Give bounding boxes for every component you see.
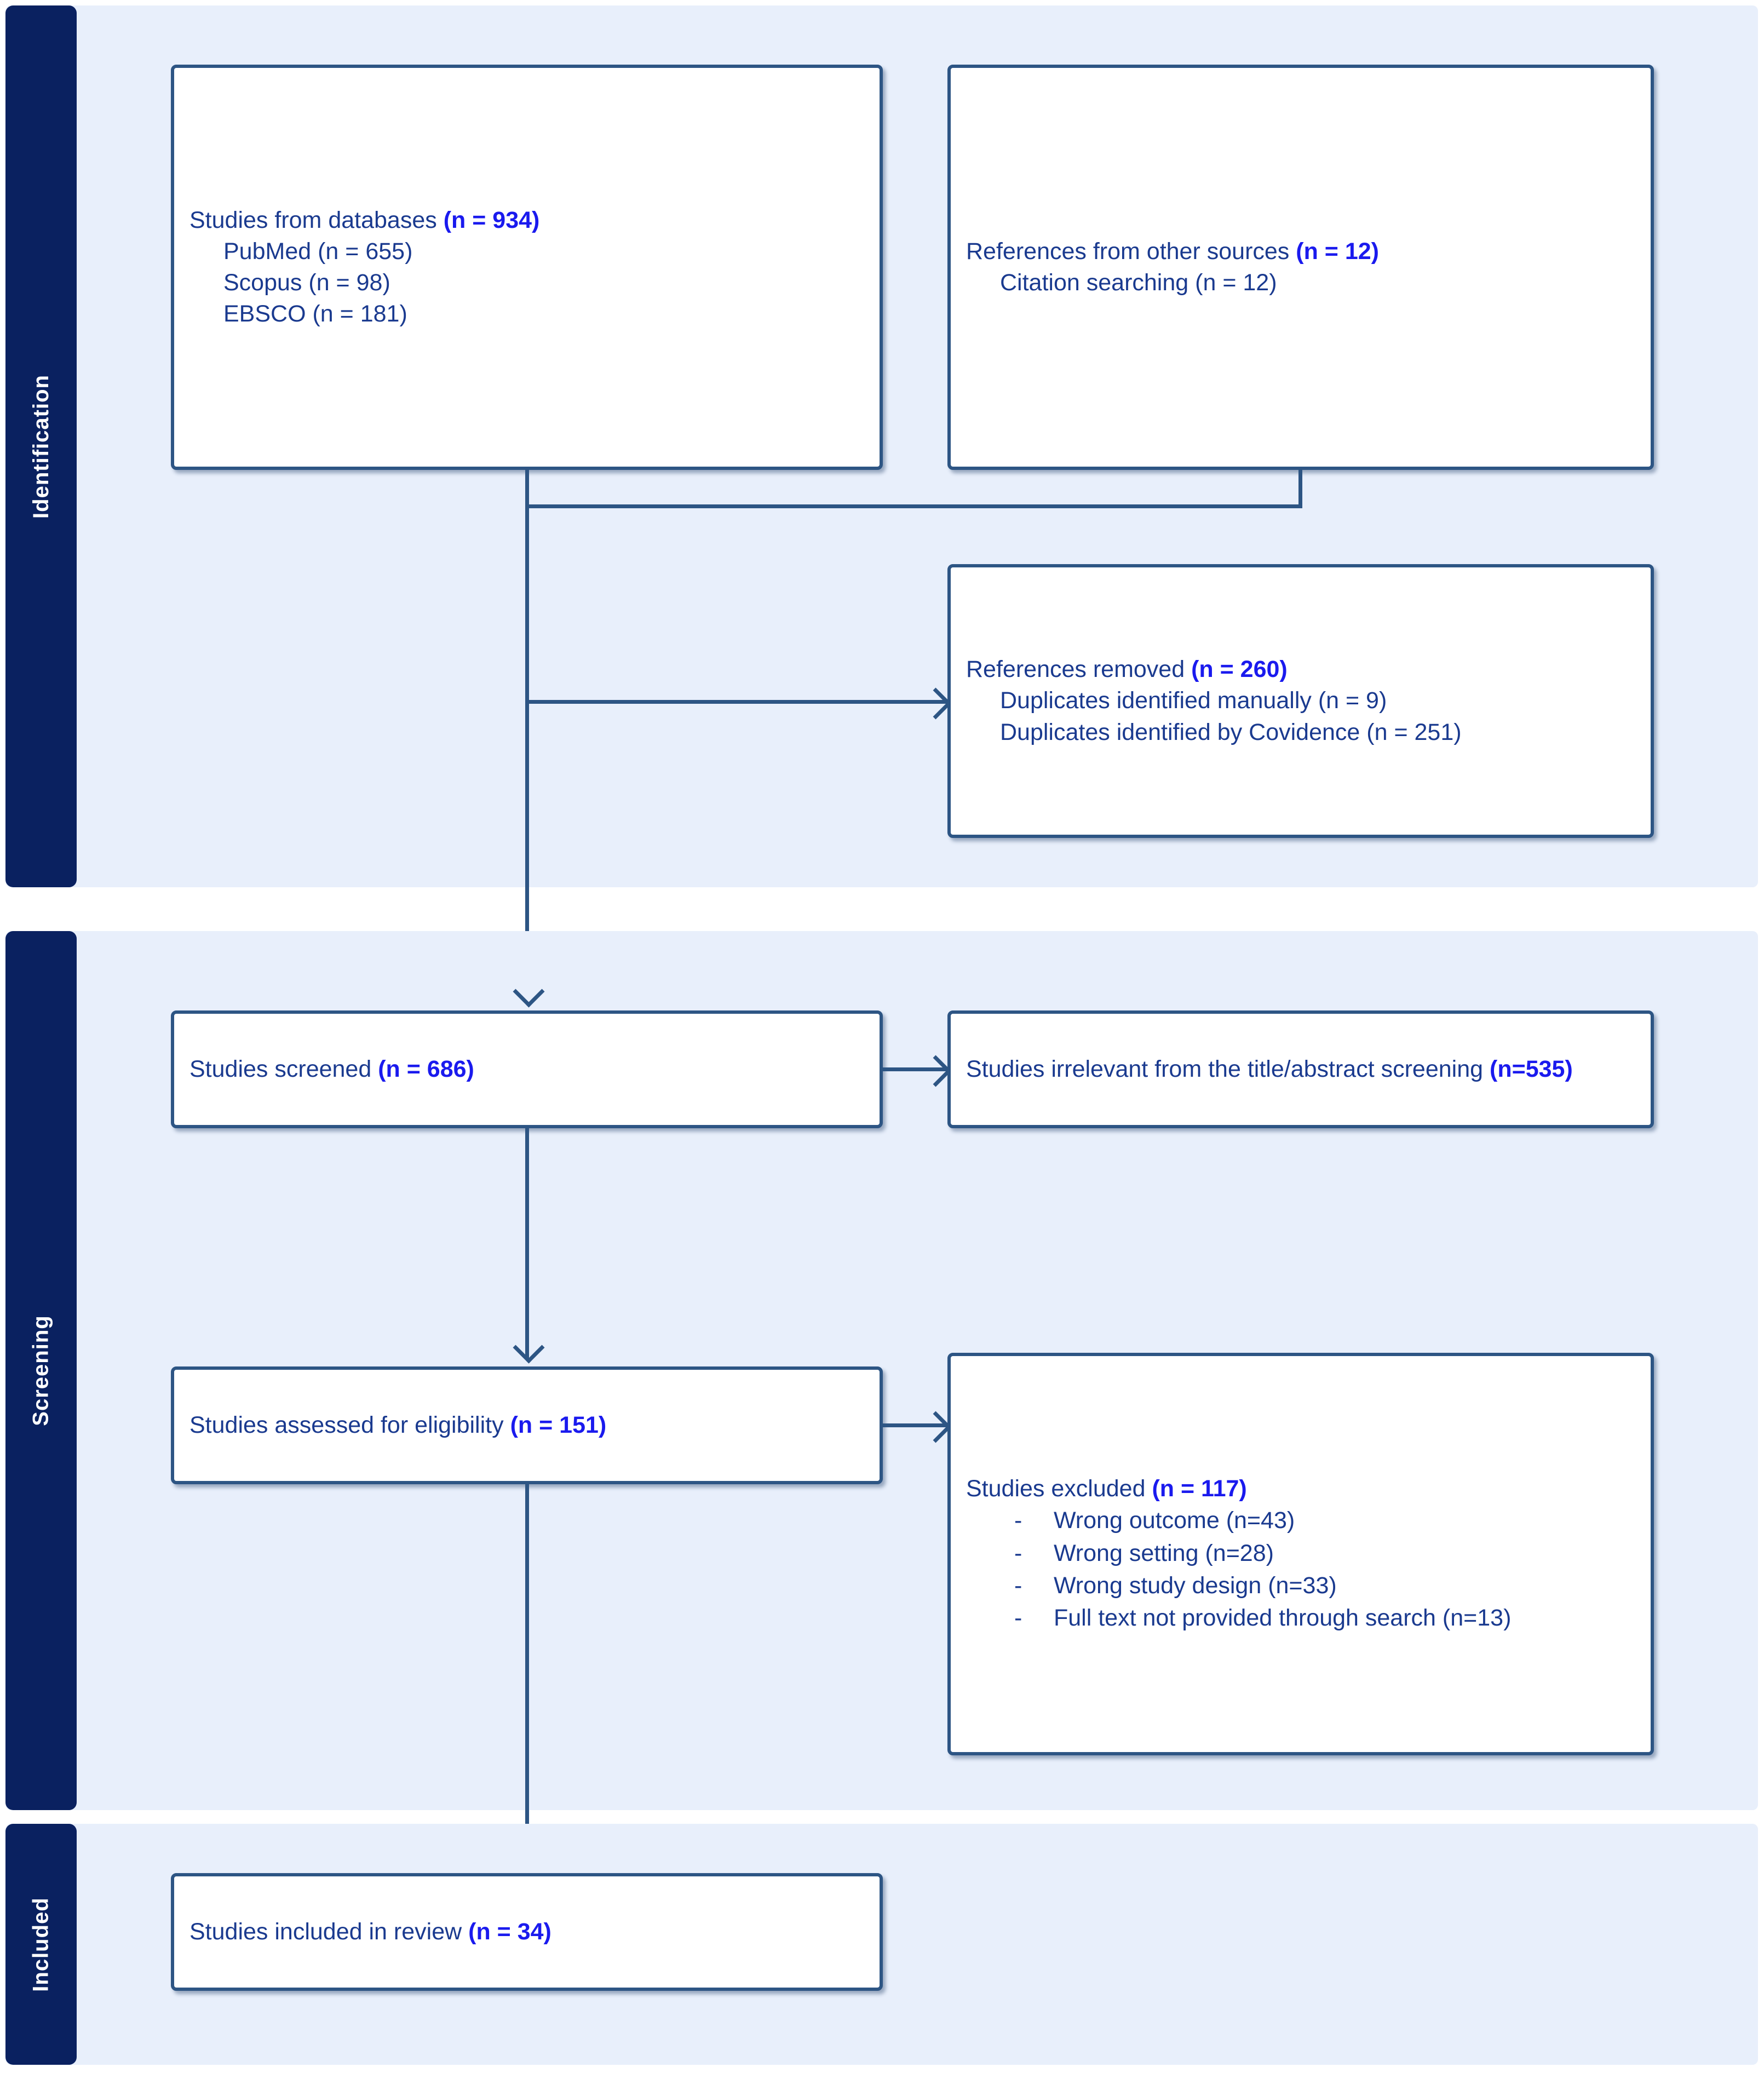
connector-eligibility-to-excluded bbox=[883, 1423, 947, 1427]
box-studies-from-databases: Studies from databases (n = 934) PubMed … bbox=[171, 65, 883, 470]
databases-item-scopus: Scopus (n = 98) bbox=[223, 269, 390, 296]
excluded-reason-item: - Full text not provided through search (… bbox=[966, 1602, 1635, 1634]
excluded-reason-list: - Wrong outcome (n=43) - Wrong setting (n=… bbox=[966, 1504, 1635, 1634]
connector-screened-to-irrelevant bbox=[883, 1067, 947, 1071]
other-sources-item-citation: Citation searching (n = 12) bbox=[1000, 269, 1277, 296]
screened-heading-text: Studies screened bbox=[189, 1055, 378, 1082]
removed-item-covidence: Duplicates identified by Covidence (n = … bbox=[1000, 719, 1462, 745]
included-heading-count: (n = 34) bbox=[468, 1918, 551, 1945]
box-studies-eligibility: Studies assessed for eligibility (n = 15… bbox=[171, 1366, 883, 1484]
excluded-heading-count: (n = 117) bbox=[1152, 1475, 1247, 1502]
screened-heading: Studies screened (n = 686) bbox=[189, 1054, 864, 1085]
screening-stage-label: Screening bbox=[28, 1315, 53, 1426]
databases-heading: Studies from databases (n = 934) bbox=[189, 205, 864, 236]
box-studies-included: Studies included in review (n = 34) bbox=[171, 1873, 883, 1991]
included-heading-text: Studies included in review bbox=[189, 1918, 469, 1945]
irrelevant-heading-count: (n=535) bbox=[1490, 1055, 1573, 1082]
identification-stage-tab: Identification bbox=[5, 5, 77, 887]
box-studies-excluded: Studies excluded (n = 117) - Wrong outcom… bbox=[947, 1353, 1654, 1755]
connector-to-removed-box bbox=[525, 700, 947, 704]
screening-stage-tab: Screening bbox=[5, 931, 77, 1810]
box-studies-irrelevant: Studies irrelevant from the title/abstra… bbox=[947, 1010, 1654, 1128]
excluded-reason-label: Wrong setting (n=28) bbox=[1054, 1540, 1274, 1566]
excluded-reason-label: Wrong study design (n=33) bbox=[1054, 1572, 1337, 1599]
box-references-other-sources: References from other sources (n = 12) C… bbox=[947, 65, 1654, 470]
connector-databases-stub-down bbox=[525, 470, 529, 508]
other-sources-heading: References from other sources (n = 12) bbox=[966, 236, 1635, 267]
box-studies-screened: Studies screened (n = 686) bbox=[171, 1010, 883, 1128]
databases-heading-count: (n = 934) bbox=[443, 206, 540, 233]
eligibility-heading-count: (n = 151) bbox=[510, 1411, 607, 1438]
databases-heading-text: Studies from databases bbox=[189, 206, 444, 233]
included-heading: Studies included in review (n = 34) bbox=[189, 1916, 864, 1948]
connector-eligibility-to-included bbox=[525, 1484, 529, 1862]
eligibility-heading-text: Studies assessed for eligibility bbox=[189, 1411, 510, 1438]
excluded-reason-label: Wrong outcome (n=43) bbox=[1054, 1507, 1295, 1534]
included-stage-tab: Included bbox=[5, 1824, 77, 2065]
excluded-reason-item: - Wrong setting (n=28) bbox=[966, 1537, 1635, 1570]
bullet-dash-icon: - bbox=[1014, 1572, 1022, 1599]
other-sources-heading-count: (n = 12) bbox=[1296, 238, 1380, 265]
other-sources-heading-text: References from other sources bbox=[966, 238, 1296, 265]
databases-item-ebsco: EBSCO (n = 181) bbox=[223, 301, 407, 328]
excluded-reason-item: - Wrong outcome (n=43) bbox=[966, 1504, 1635, 1537]
bullet-dash-icon: - bbox=[1014, 1507, 1022, 1534]
bullet-dash-icon: - bbox=[1014, 1605, 1022, 1632]
removed-heading-count: (n = 260) bbox=[1191, 656, 1288, 683]
bullet-dash-icon: - bbox=[1014, 1540, 1022, 1566]
box-references-removed: References removed (n = 260) Duplicates … bbox=[947, 564, 1654, 838]
removed-heading: References removed (n = 260) bbox=[966, 654, 1635, 685]
excluded-reason-label: Full text not provided through search (n… bbox=[1054, 1605, 1512, 1632]
connector-merge-bus bbox=[525, 504, 1302, 508]
eligibility-heading: Studies assessed for eligibility (n = 15… bbox=[189, 1410, 864, 1441]
excluded-reason-item: - Wrong study design (n=33) bbox=[966, 1570, 1635, 1602]
removed-heading-text: References removed bbox=[966, 656, 1192, 683]
irrelevant-heading-text: Studies irrelevant from the title/abstra… bbox=[966, 1055, 1490, 1082]
removed-item-manual: Duplicates identified manually (n = 9) bbox=[1000, 687, 1387, 714]
connector-other-sources-stub-down bbox=[1298, 470, 1302, 508]
excluded-heading-text: Studies excluded bbox=[966, 1475, 1152, 1502]
databases-item-pubmed: PubMed (n = 655) bbox=[223, 238, 413, 265]
screened-heading-count: (n = 686) bbox=[378, 1055, 474, 1082]
excluded-heading: Studies excluded (n = 117) bbox=[966, 1473, 1635, 1504]
identification-stage-label: Identification bbox=[28, 374, 53, 519]
connector-main-spine-identification bbox=[525, 504, 529, 1008]
irrelevant-heading: Studies irrelevant from the title/abstra… bbox=[966, 1054, 1635, 1085]
connector-screened-to-eligibility bbox=[525, 1128, 529, 1358]
included-stage-label: Included bbox=[28, 1897, 53, 1992]
